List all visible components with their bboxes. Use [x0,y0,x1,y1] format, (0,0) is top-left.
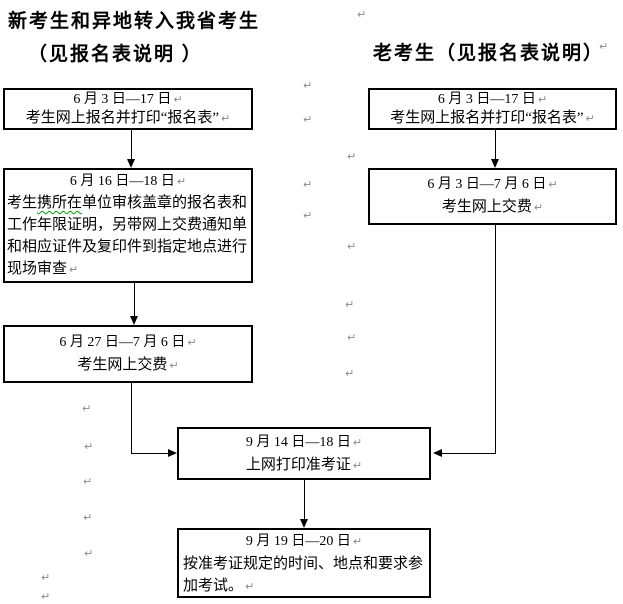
title-old-candidates: 老考生（见报名表说明） [373,43,605,64]
arrowhead-down-icon [130,316,138,325]
return-mark-icon: ↵ [245,580,255,593]
return-mark-icon: ↵ [221,112,231,125]
flow-box-new-onsite-review: 6 月 16 日—18 日↵ 考生携所在单位审核盖章的报名表和工作年限证明，另带… [3,168,253,283]
return-mark-icon: ↵ [303,79,313,92]
return-mark-icon: ↵ [169,359,179,372]
box-date-line: 9 月 19 日—20 日↵ [179,531,429,553]
body-text: 考生网上交费 [441,199,532,215]
box-date-line: 6 月 16 日—18 日↵ [5,172,251,192]
box-body-line: 考生网上交费↵ [370,196,615,219]
arrow-line [134,283,135,317]
arrow-line [131,130,132,160]
return-mark-icon: ↵ [83,511,93,524]
box-date-line: 6 月 3 日—17 日↵ [370,90,615,109]
return-mark-icon: ↵ [352,459,363,472]
connector-line [131,383,132,454]
arrow-line [495,130,496,160]
date-text: 6 月 3 日—7 月 6 日 [427,177,547,192]
return-mark-icon: ↵ [69,263,79,276]
return-mark-icon: ↵ [347,331,357,344]
connector-line [442,453,496,454]
body-text: 考生网上报名并打印“报名表” [390,110,584,126]
box-date-line: 9 月 14 日—18 日↵ [179,432,429,454]
box-date-line: 6 月 27 日—7 月 6 日↵ [5,332,251,354]
date-text: 6 月 3 日—17 日 [437,92,536,107]
box-date-line: 6 月 3 日—7 月 6 日↵ [370,174,615,196]
return-mark-icon: ↵ [347,150,357,163]
box-body-line: 考生网上交费↵ [5,354,251,377]
arrowhead-left-icon [433,449,442,457]
date-text: 9 月 14 日—18 日 [245,435,351,450]
return-mark-icon: ↵ [84,547,94,560]
box-date-line: 6 月 3 日—17 日↵ [5,90,251,109]
return-mark-icon: ↵ [303,113,313,126]
return-mark-icon: ↵ [41,590,51,603]
arrowhead-down-icon [491,159,499,168]
return-mark-icon: ↵ [537,93,548,106]
box-body-line: 考生网上报名并打印“报名表”↵ [5,109,251,128]
flow-box-print-admission-ticket: 9 月 14 日—18 日↵ 上网打印准考证↵ [177,427,431,480]
flow-box-take-exam: 9 月 19 日—20 日↵ 按准考证规定的时间、地点和要求参加考试。↵ [177,528,431,598]
date-text: 6 月 16 日—18 日 [69,174,175,189]
return-mark-icon: ↵ [83,475,93,488]
return-mark-icon: ↵ [82,402,92,415]
body-text: 上网打印准考证 [245,457,351,473]
return-mark-icon: ↵ [173,93,183,106]
title-new-candidates-line1: 新考生和异地转入我省考生 [8,11,261,32]
return-mark-icon: ↵ [599,40,609,53]
return-mark-icon: ↵ [84,440,94,453]
return-mark-icon: ↵ [303,209,313,222]
return-mark-icon: ↵ [347,240,357,253]
flow-box-old-online-payment: 6 月 3 日—7 月 6 日↵ 考生网上交费↵ [368,168,617,225]
return-mark-icon: ↵ [533,201,544,214]
date-text: 6 月 27 日—7 月 6 日 [59,335,186,350]
return-mark-icon: ↵ [41,571,51,584]
return-mark-icon: ↵ [303,178,313,191]
connector-line [131,453,169,454]
return-mark-icon: ↵ [187,336,197,349]
body-text: 单位审核盖章的报名表和工作年限证明，另带网上交费通知单和相应证件及复印件到指定地… [7,195,248,277]
return-mark-icon: ↵ [345,367,355,380]
return-mark-icon: ↵ [352,436,363,449]
flow-box-new-online-payment: 6 月 27 日—7 月 6 日↵ 考生网上交费↵ [3,325,253,383]
body-text: 考生 [7,195,38,211]
flow-box-old-online-register: 6 月 3 日—17 日↵ 考生网上报名并打印“报名表”↵ [368,88,617,130]
flow-box-new-online-register: 6 月 3 日—17 日↵ 考生网上报名并打印“报名表”↵ [3,88,253,130]
date-text: 6 月 3 日—17 日 [73,92,172,107]
return-mark-icon: ↵ [548,178,558,191]
title-new-candidates-line2: （见报名表说明 ） [28,44,203,65]
return-mark-icon: ↵ [176,175,187,188]
arrow-line [304,480,305,519]
body-text: 考生网上交费 [77,357,168,373]
arrowhead-down-icon [127,159,135,168]
arrowhead-down-icon [300,519,308,528]
connector-line [495,225,496,454]
box-body-paragraph: 按准考证规定的时间、地点和要求参加考试。↵ [179,553,429,598]
spellcheck-underline: 携所在 [37,195,83,211]
return-mark-icon: ↵ [357,8,367,21]
box-body-line: 考生网上报名并打印“报名表”↵ [370,109,615,128]
arrowhead-right-icon [168,449,177,457]
return-mark-icon: ↵ [585,112,595,125]
date-text: 9 月 19 日—20 日 [245,534,351,549]
return-mark-icon: ↵ [352,535,363,548]
body-text: 按准考证规定的时间、地点和要求参加考试。 [183,556,424,594]
box-body-line: 上网打印准考证↵ [179,454,429,477]
box-body-paragraph: 考生携所在单位审核盖章的报名表和工作年限证明，另带网上交费通知单和相应证件及复印… [5,192,251,281]
body-text: 考生网上报名并打印“报名表” [25,110,220,126]
return-mark-icon: ↵ [345,298,355,311]
